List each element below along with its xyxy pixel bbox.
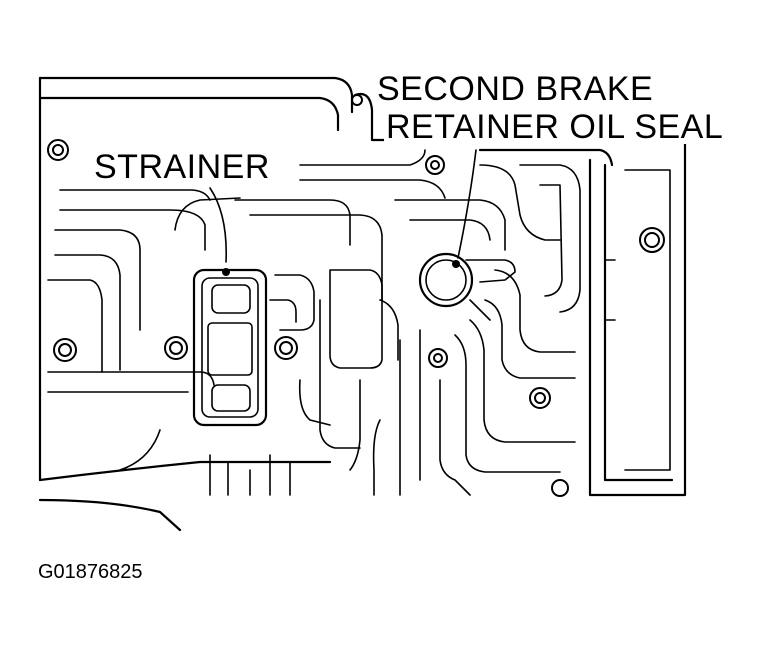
- leader-lines: [209, 149, 477, 263]
- figure-id: G01876825: [38, 561, 143, 583]
- fluid-passages: [47, 149, 671, 496]
- second-brake-retainer-oil-seal: [418, 252, 516, 321]
- mounting-holes: [47, 94, 665, 497]
- second-brake-label-line1: SECOND BRAKE: [375, 70, 656, 108]
- leader-dots: [222, 260, 460, 276]
- strainer: [192, 268, 268, 427]
- strainer-label: STRAINER: [90, 150, 274, 184]
- second-brake-label-line2: RETAINER OIL SEAL: [384, 108, 726, 146]
- valve-body-plate: [38, 76, 687, 532]
